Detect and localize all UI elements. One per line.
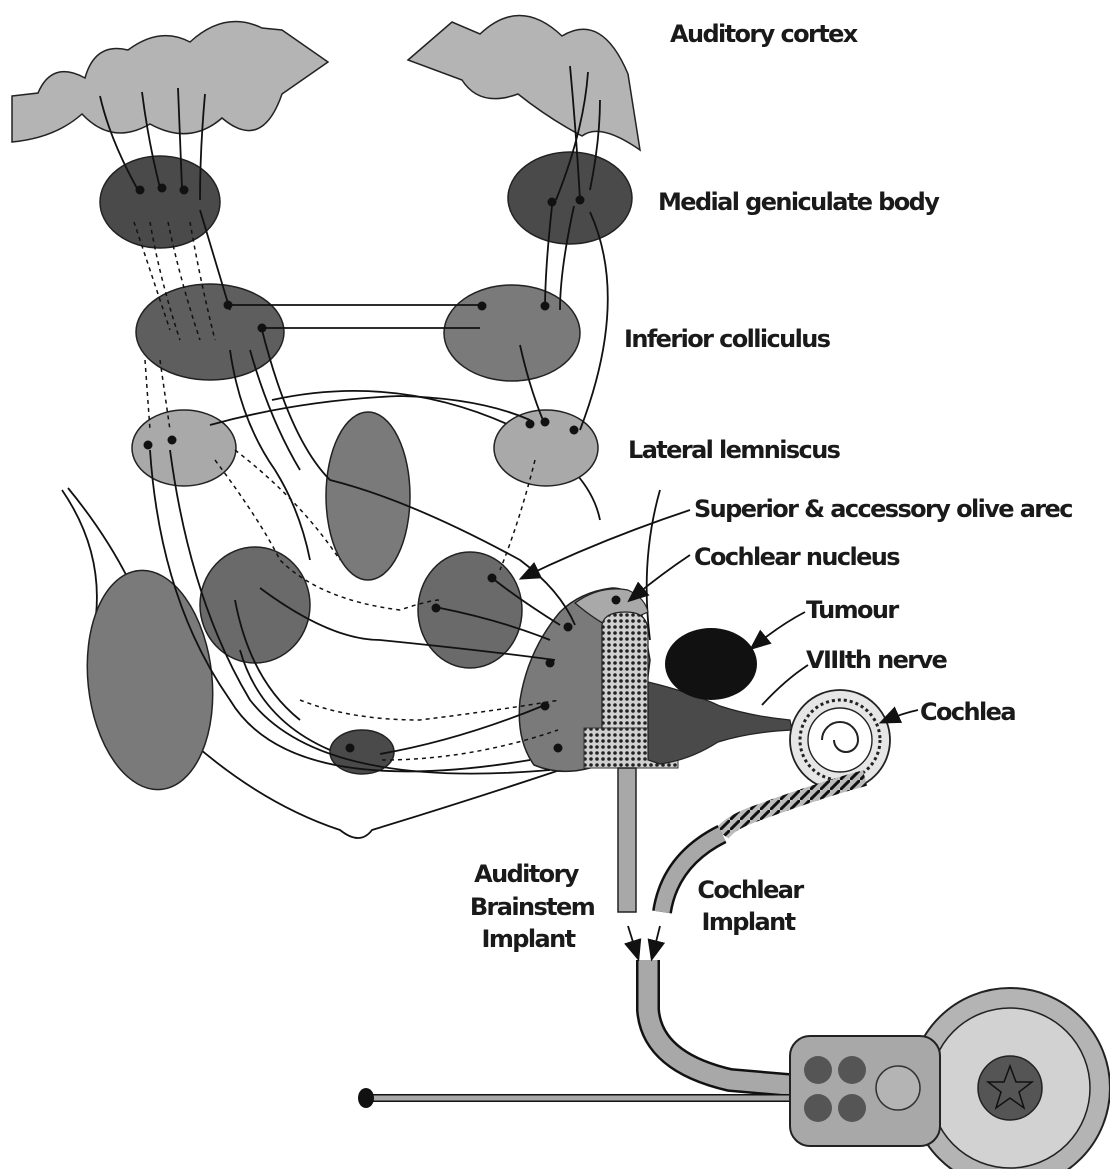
- cochlear-nucleus-leader: [630, 555, 690, 600]
- brainstem-outline-inner: [62, 490, 97, 640]
- olive-area-left: [200, 547, 310, 663]
- tumour-leader: [752, 612, 805, 648]
- nerve-leader: [762, 665, 808, 705]
- auditory-cortex-left: [12, 22, 328, 142]
- cochlear-implant-coil: [722, 778, 865, 834]
- label-lateral-lemniscus: Lateral lemniscus: [628, 436, 841, 464]
- label-ci-line2: Implant: [702, 908, 796, 936]
- label-inferior-colliculus: Inferior colliculus: [624, 325, 831, 353]
- olive-leader: [522, 510, 690, 578]
- label-ci-line1: Cochlear: [697, 876, 804, 904]
- label-superior-olive: Superior & accessory olive arec: [694, 495, 1072, 523]
- medial-geniculate-left: [100, 156, 220, 248]
- label-abi-line1: Auditory: [474, 860, 580, 888]
- ci-leader: [652, 926, 660, 958]
- label-auditory-cortex: Auditory cortex: [670, 20, 859, 48]
- medial-geniculate-right: [508, 152, 632, 244]
- label-cochlea: Cochlea: [920, 698, 1015, 726]
- brainstem-implant-lead: [618, 768, 636, 912]
- receiver-stimulator: [790, 988, 1110, 1169]
- cochlea: [790, 690, 890, 790]
- tumour: [665, 628, 757, 700]
- cochlea-leader: [882, 710, 918, 722]
- auditory-cortex-right: [408, 15, 640, 150]
- label-abi-line2: Brainstem: [470, 893, 595, 921]
- label-cochlear-nucleus: Cochlear nucleus: [694, 543, 900, 571]
- label-medial-geniculate: Medial geniculate body: [658, 188, 940, 216]
- implant-lead-merged: [648, 960, 800, 1086]
- label-abi-line3: Implant: [482, 925, 576, 953]
- ground-electrode-tip: [358, 1088, 374, 1108]
- abi-leader: [628, 926, 638, 958]
- label-eighth-nerve: VIIIth nerve: [806, 646, 948, 674]
- label-tumour: Tumour: [806, 596, 899, 624]
- brainstem-right-edge: [647, 490, 660, 640]
- central-nucleus: [326, 412, 410, 580]
